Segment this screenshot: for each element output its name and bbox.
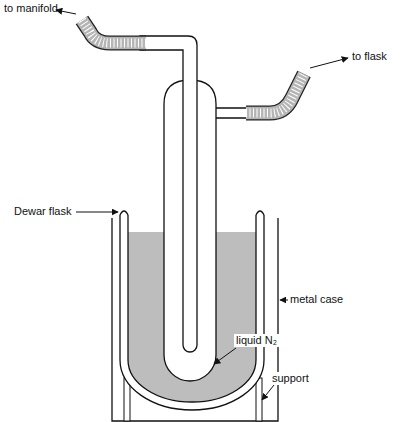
pipe-label: to manifold xyxy=(4,2,58,15)
part-label: metal case xyxy=(290,293,343,306)
part-label: support xyxy=(270,372,311,385)
part-label: Dewar flask xyxy=(14,205,71,218)
part-label: liquid N₂ xyxy=(234,334,279,347)
leader-line xyxy=(56,10,348,400)
pipe-label: to flask xyxy=(352,50,387,63)
rubber-hose xyxy=(82,20,304,113)
trap-inner-tube xyxy=(140,36,197,352)
